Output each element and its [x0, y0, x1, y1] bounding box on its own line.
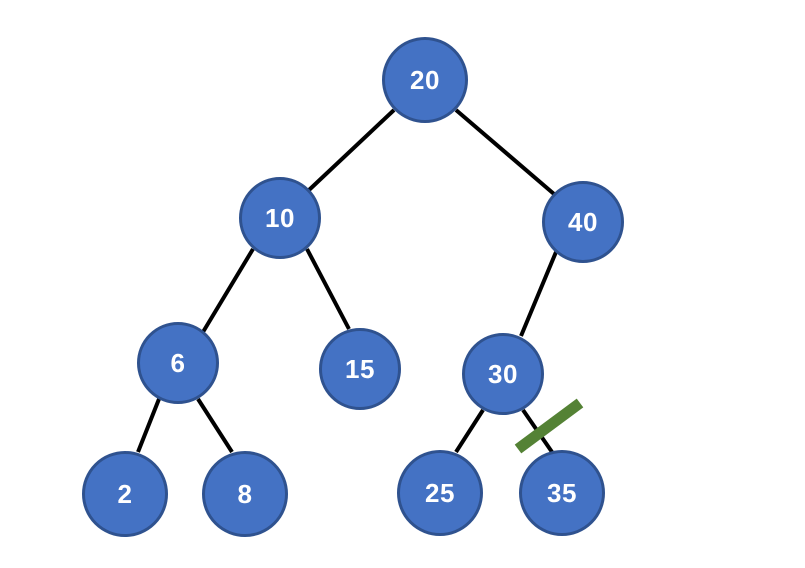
- tree-node-label: 25: [425, 478, 455, 508]
- tree-node-15[interactable]: 15: [319, 328, 401, 410]
- tree-node-8[interactable]: 8: [202, 451, 288, 537]
- tree-node-label: 2: [117, 479, 133, 509]
- tree-edge-30-25: [454, 408, 485, 454]
- tree-node-label: 20: [410, 65, 440, 95]
- tree-edge-10-6: [201, 247, 255, 334]
- tree-node-2[interactable]: 2: [82, 451, 168, 537]
- tree-node-label: 15: [345, 354, 375, 384]
- cut-slash-marker-icon: [514, 398, 584, 454]
- tree-node-label: 8: [237, 479, 253, 509]
- tree-node-25[interactable]: 25: [397, 450, 483, 536]
- tree-node-label: 40: [568, 207, 598, 237]
- tree-edge-40-30: [519, 251, 558, 337]
- tree-node-label: 10: [265, 203, 295, 233]
- tree-node-label: 30: [488, 359, 518, 389]
- tree-node-label: 6: [170, 348, 186, 378]
- tree-node-10[interactable]: 10: [239, 177, 321, 259]
- tree-node-35[interactable]: 35: [519, 450, 605, 536]
- tree-edge-6-2: [136, 398, 161, 453]
- tree-node-label: 35: [547, 478, 577, 508]
- tree-node-6[interactable]: 6: [137, 322, 219, 404]
- tree-edges: [136, 108, 558, 454]
- tree-edge-10-15: [305, 248, 351, 330]
- tree-edge-20-10: [307, 108, 396, 192]
- tree-node-30[interactable]: 30: [462, 333, 544, 415]
- tree-edge-20-40: [454, 108, 556, 196]
- tree-node-20[interactable]: 20: [382, 37, 468, 123]
- tree-node-40[interactable]: 40: [542, 181, 624, 263]
- tree-edge-6-8: [196, 397, 234, 454]
- tree-markers: [514, 398, 584, 454]
